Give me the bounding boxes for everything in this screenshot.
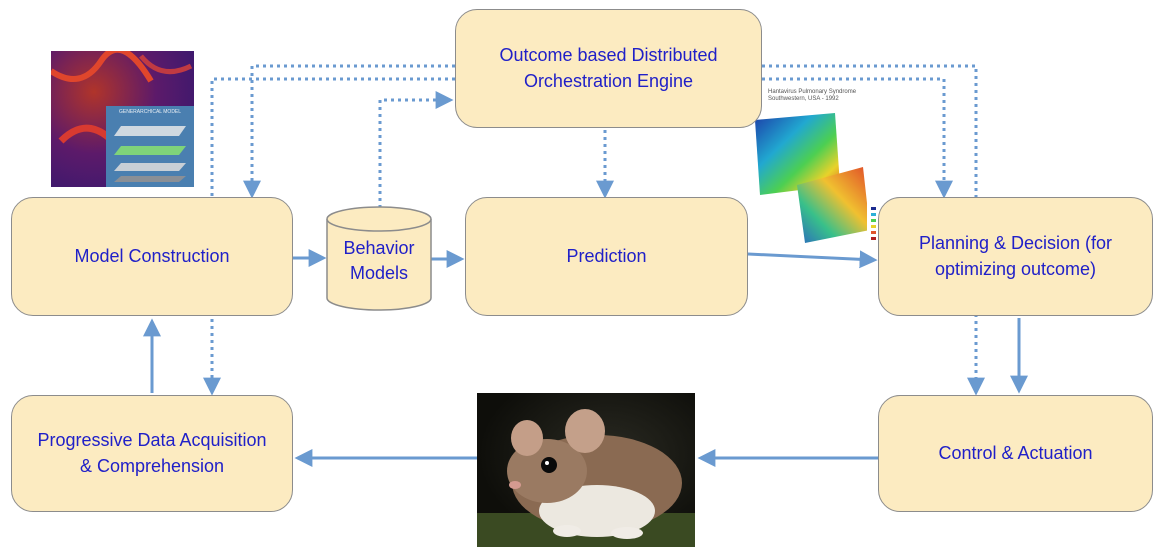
arrow-prediction-to-planning: [747, 250, 878, 269]
dotted-arrow-to-planning: [762, 77, 953, 199]
model-thumbnail-caption: GENERARCHICAL MODEL: [119, 109, 182, 115]
dotted-arrow-to-model-construction: [243, 64, 455, 199]
node-prediction[interactable]: Prediction: [465, 197, 748, 316]
hierarchical-model-thumbnail: GENERARCHICAL MODEL: [51, 51, 194, 187]
node-data-acquisition[interactable]: Progressive Data Acquisition & Comprehen…: [11, 395, 293, 512]
dotted-arrow-to-control: [762, 64, 985, 396]
node-control-actuation[interactable]: Control & Actuation: [878, 395, 1153, 512]
node-orchestration-engine[interactable]: Outcome based Distributed Orchestration …: [455, 9, 762, 128]
node-behavior-models: Behavior Models: [343, 238, 415, 284]
map-title: Hantavirus Pulmonary Syndrome Southweste…: [768, 89, 857, 103]
node-model-construction[interactable]: Model Construction: [11, 197, 293, 316]
dotted-arrow-from-behavior-models: [378, 91, 454, 208]
hantavirus-map-image: [745, 85, 893, 245]
deer-mouse-photo: [477, 393, 695, 547]
node-planning-decision[interactable]: Planning & Decision (for optimizing outc…: [878, 197, 1153, 316]
